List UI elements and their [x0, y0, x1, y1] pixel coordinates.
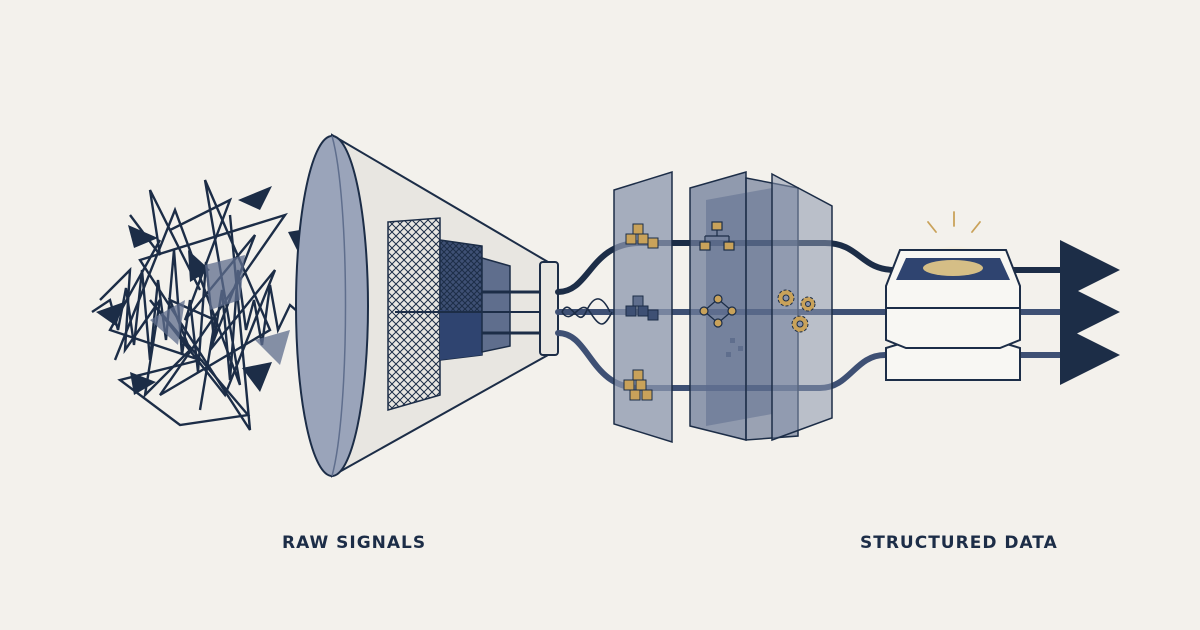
raw-signals-label: RAW SIGNALS	[282, 533, 427, 553]
raw-signal-shadow	[150, 255, 290, 365]
pixel-dots	[726, 338, 743, 357]
filter-mesh-1	[387, 217, 441, 411]
cubes-icon	[625, 223, 659, 249]
hierarchy-icon	[699, 221, 735, 251]
structured-data-label: STRUCTURED DATA	[860, 533, 1058, 553]
output-tray-1	[885, 249, 1021, 309]
cubes-icon	[623, 369, 653, 401]
funnel-nozzle	[539, 261, 559, 356]
funnel	[295, 133, 559, 478]
filter-solid	[440, 310, 482, 360]
cubes-icon	[625, 295, 659, 321]
panel-3	[745, 172, 833, 442]
gears-icon	[777, 289, 816, 333]
filter-block	[481, 257, 511, 353]
network-icon	[699, 294, 737, 328]
funnel-mouth	[295, 135, 369, 477]
wave-signal	[561, 298, 613, 325]
